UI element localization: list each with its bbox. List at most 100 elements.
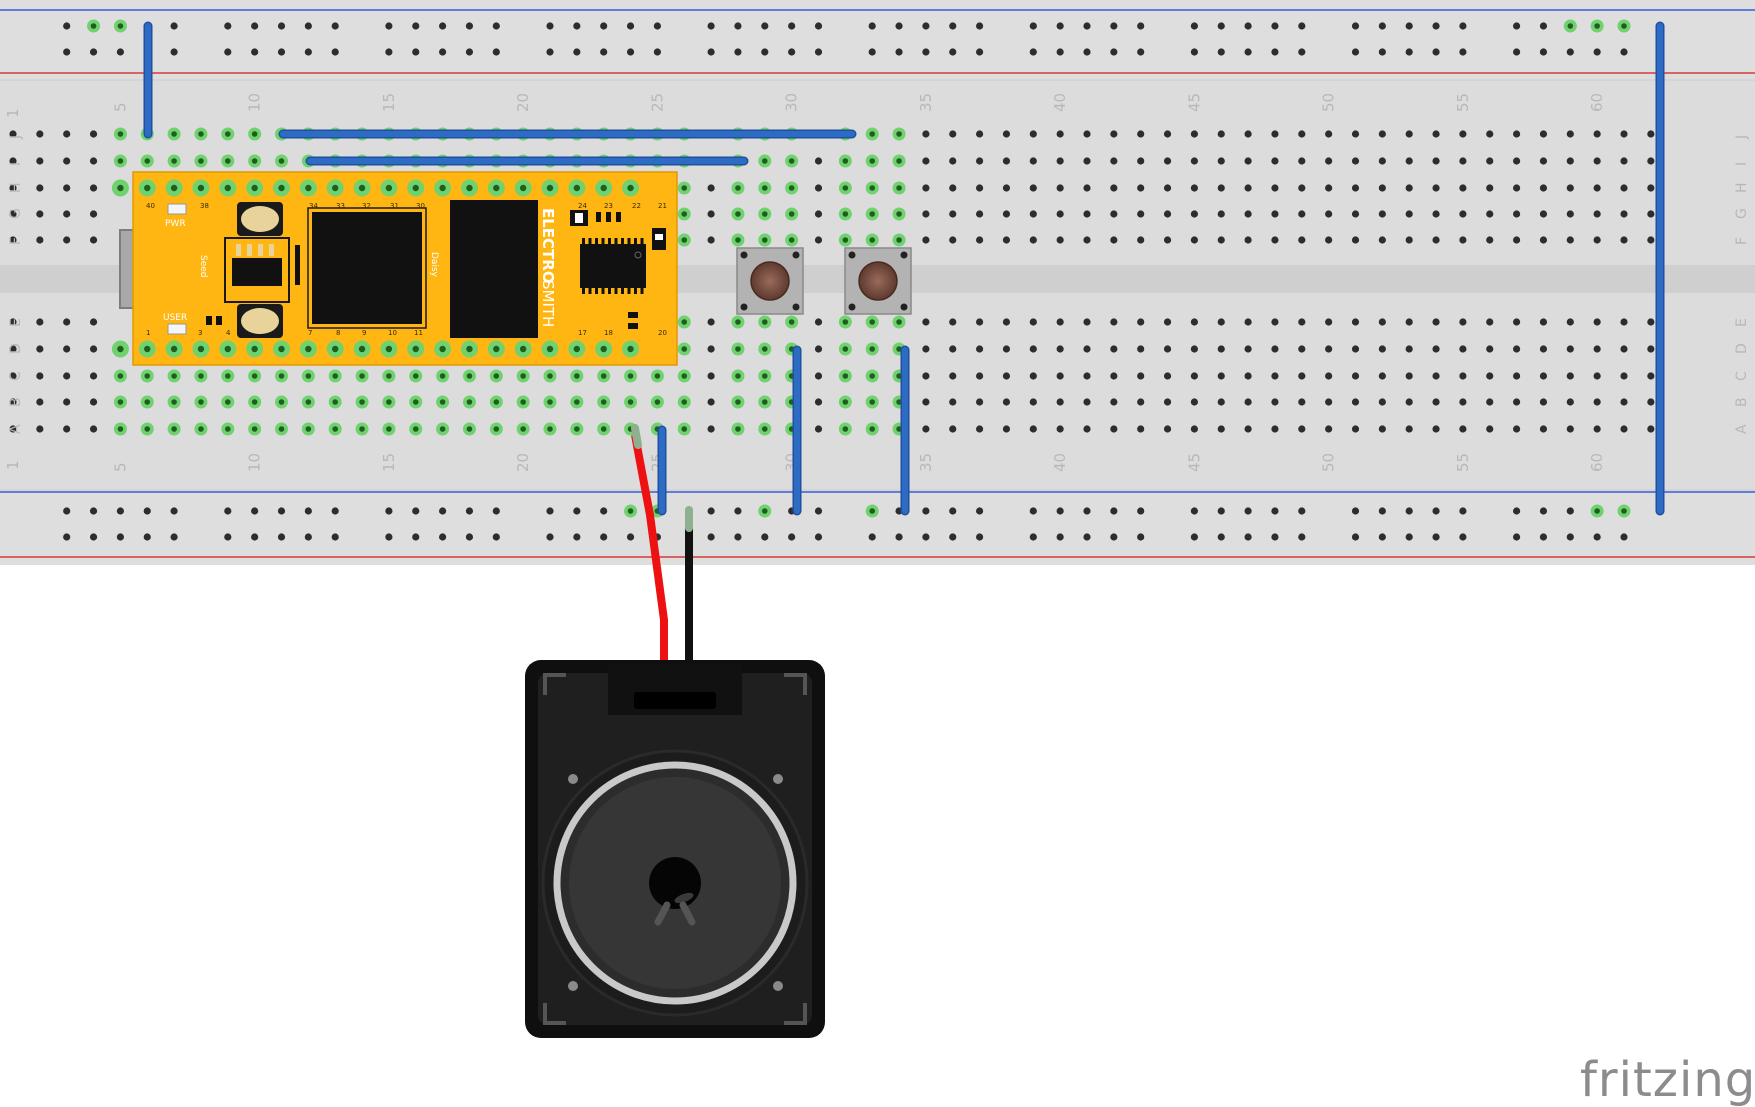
breadboard-hole[interactable] <box>36 157 44 165</box>
breadboard-hole[interactable] <box>1110 398 1118 406</box>
breadboard-hole[interactable] <box>1056 507 1064 515</box>
breadboard-hole[interactable] <box>1083 48 1091 56</box>
breadboard-hole[interactable] <box>439 22 447 30</box>
breadboard-hole[interactable] <box>1083 345 1091 353</box>
breadboard-hole[interactable] <box>1137 398 1145 406</box>
breadboard-hole[interactable] <box>761 48 769 56</box>
breadboard-hole[interactable] <box>949 345 957 353</box>
breadboard-hole[interactable] <box>1056 425 1064 433</box>
breadboard-hole[interactable] <box>1513 533 1521 541</box>
breadboard-hole[interactable] <box>1002 398 1011 406</box>
breadboard-hole[interactable] <box>1432 22 1440 30</box>
pushbutton-2[interactable] <box>844 247 912 315</box>
breadboard-hole[interactable] <box>1593 345 1601 353</box>
breadboard-hole[interactable] <box>1244 236 1252 244</box>
breadboard-hole[interactable] <box>1459 398 1467 406</box>
breadboard-hole[interactable] <box>976 130 984 138</box>
breadboard-hole[interactable] <box>707 22 715 30</box>
breadboard-hole[interactable] <box>1298 425 1306 433</box>
breadboard-hole[interactable] <box>1459 130 1467 138</box>
breadboard-hole[interactable] <box>1459 507 1467 515</box>
breadboard-hole[interactable] <box>1190 130 1198 138</box>
breadboard-hole[interactable] <box>895 22 903 30</box>
breadboard-hole[interactable] <box>734 507 742 515</box>
breadboard-hole[interactable] <box>304 48 312 56</box>
breadboard-hole[interactable] <box>1002 157 1011 165</box>
breadboard-hole[interactable] <box>9 372 17 380</box>
breadboard-hole[interactable] <box>1351 130 1360 138</box>
breadboard-hole[interactable] <box>1378 210 1386 218</box>
breadboard-hole[interactable] <box>1513 210 1521 218</box>
breadboard-hole[interactable] <box>9 345 17 353</box>
breadboard-hole[interactable] <box>251 507 259 515</box>
breadboard-hole[interactable] <box>1647 398 1655 406</box>
breadboard-hole[interactable] <box>1325 210 1333 218</box>
breadboard-hole[interactable] <box>949 425 957 433</box>
breadboard-hole[interactable] <box>814 184 823 192</box>
breadboard-hole[interactable] <box>814 236 823 244</box>
breadboard-hole[interactable] <box>1405 48 1413 56</box>
breadboard-hole[interactable] <box>1539 318 1548 326</box>
breadboard-hole[interactable] <box>1298 533 1306 541</box>
breadboard-hole[interactable] <box>89 372 98 380</box>
breadboard-hole[interactable] <box>1351 507 1360 515</box>
breadboard-hole[interactable] <box>1351 22 1360 30</box>
breadboard-hole[interactable] <box>385 22 393 30</box>
breadboard-hole[interactable] <box>1620 130 1628 138</box>
breadboard-hole[interactable] <box>814 22 823 30</box>
breadboard-hole[interactable] <box>1029 157 1037 165</box>
breadboard-hole[interactable] <box>465 22 474 30</box>
breadboard-hole[interactable] <box>1244 345 1252 353</box>
breadboard-hole[interactable] <box>976 533 984 541</box>
breadboard-hole[interactable] <box>1513 372 1521 380</box>
breadboard-hole[interactable] <box>1163 184 1172 192</box>
breadboard-hole[interactable] <box>1325 318 1333 326</box>
breadboard-hole[interactable] <box>492 507 500 515</box>
breadboard-hole[interactable] <box>36 236 44 244</box>
breadboard-hole[interactable] <box>734 22 742 30</box>
breadboard-hole[interactable] <box>1271 210 1279 218</box>
breadboard-hole[interactable] <box>224 533 232 541</box>
breadboard-hole[interactable] <box>1432 398 1440 406</box>
breadboard-hole[interactable] <box>868 22 876 30</box>
breadboard-hole[interactable] <box>707 398 715 406</box>
breadboard-hole[interactable] <box>949 157 957 165</box>
breadboard-hole[interactable] <box>949 130 957 138</box>
breadboard-hole[interactable] <box>1620 533 1628 541</box>
breadboard-hole[interactable] <box>1539 533 1548 541</box>
breadboard-hole[interactable] <box>1566 507 1574 515</box>
breadboard-hole[interactable] <box>465 48 474 56</box>
breadboard-hole[interactable] <box>9 318 17 326</box>
breadboard-hole[interactable] <box>949 372 957 380</box>
breadboard-hole[interactable] <box>1298 236 1306 244</box>
breadboard-hole[interactable] <box>1271 184 1279 192</box>
breadboard-hole[interactable] <box>1647 210 1655 218</box>
breadboard-hole[interactable] <box>89 184 98 192</box>
breadboard-hole[interactable] <box>922 372 930 380</box>
breadboard-hole[interactable] <box>1137 210 1145 218</box>
breadboard-hole[interactable] <box>143 507 151 515</box>
breadboard-hole[interactable] <box>277 507 286 515</box>
breadboard-hole[interactable] <box>1566 425 1574 433</box>
breadboard-hole[interactable] <box>1244 533 1252 541</box>
breadboard-hole[interactable] <box>1620 372 1628 380</box>
breadboard-hole[interactable] <box>1110 130 1118 138</box>
breadboard-hole[interactable] <box>1378 236 1386 244</box>
breadboard-hole[interactable] <box>1298 22 1306 30</box>
breadboard-hole[interactable] <box>1217 345 1225 353</box>
breadboard-hole[interactable] <box>1459 533 1467 541</box>
breadboard-hole[interactable] <box>1486 157 1494 165</box>
breadboard-hole[interactable] <box>1056 533 1064 541</box>
breadboard-hole[interactable] <box>1620 48 1628 56</box>
breadboard-hole[interactable] <box>1217 157 1225 165</box>
breadboard-hole[interactable] <box>653 22 662 30</box>
breadboard-hole[interactable] <box>922 345 930 353</box>
breadboard-hole[interactable] <box>63 236 71 244</box>
breadboard-hole[interactable] <box>1432 345 1440 353</box>
breadboard-hole[interactable] <box>1539 184 1548 192</box>
breadboard-hole[interactable] <box>1378 372 1386 380</box>
breadboard-hole[interactable] <box>9 157 17 165</box>
breadboard-hole[interactable] <box>1217 184 1225 192</box>
breadboard-hole[interactable] <box>922 236 930 244</box>
breadboard-hole[interactable] <box>439 507 447 515</box>
